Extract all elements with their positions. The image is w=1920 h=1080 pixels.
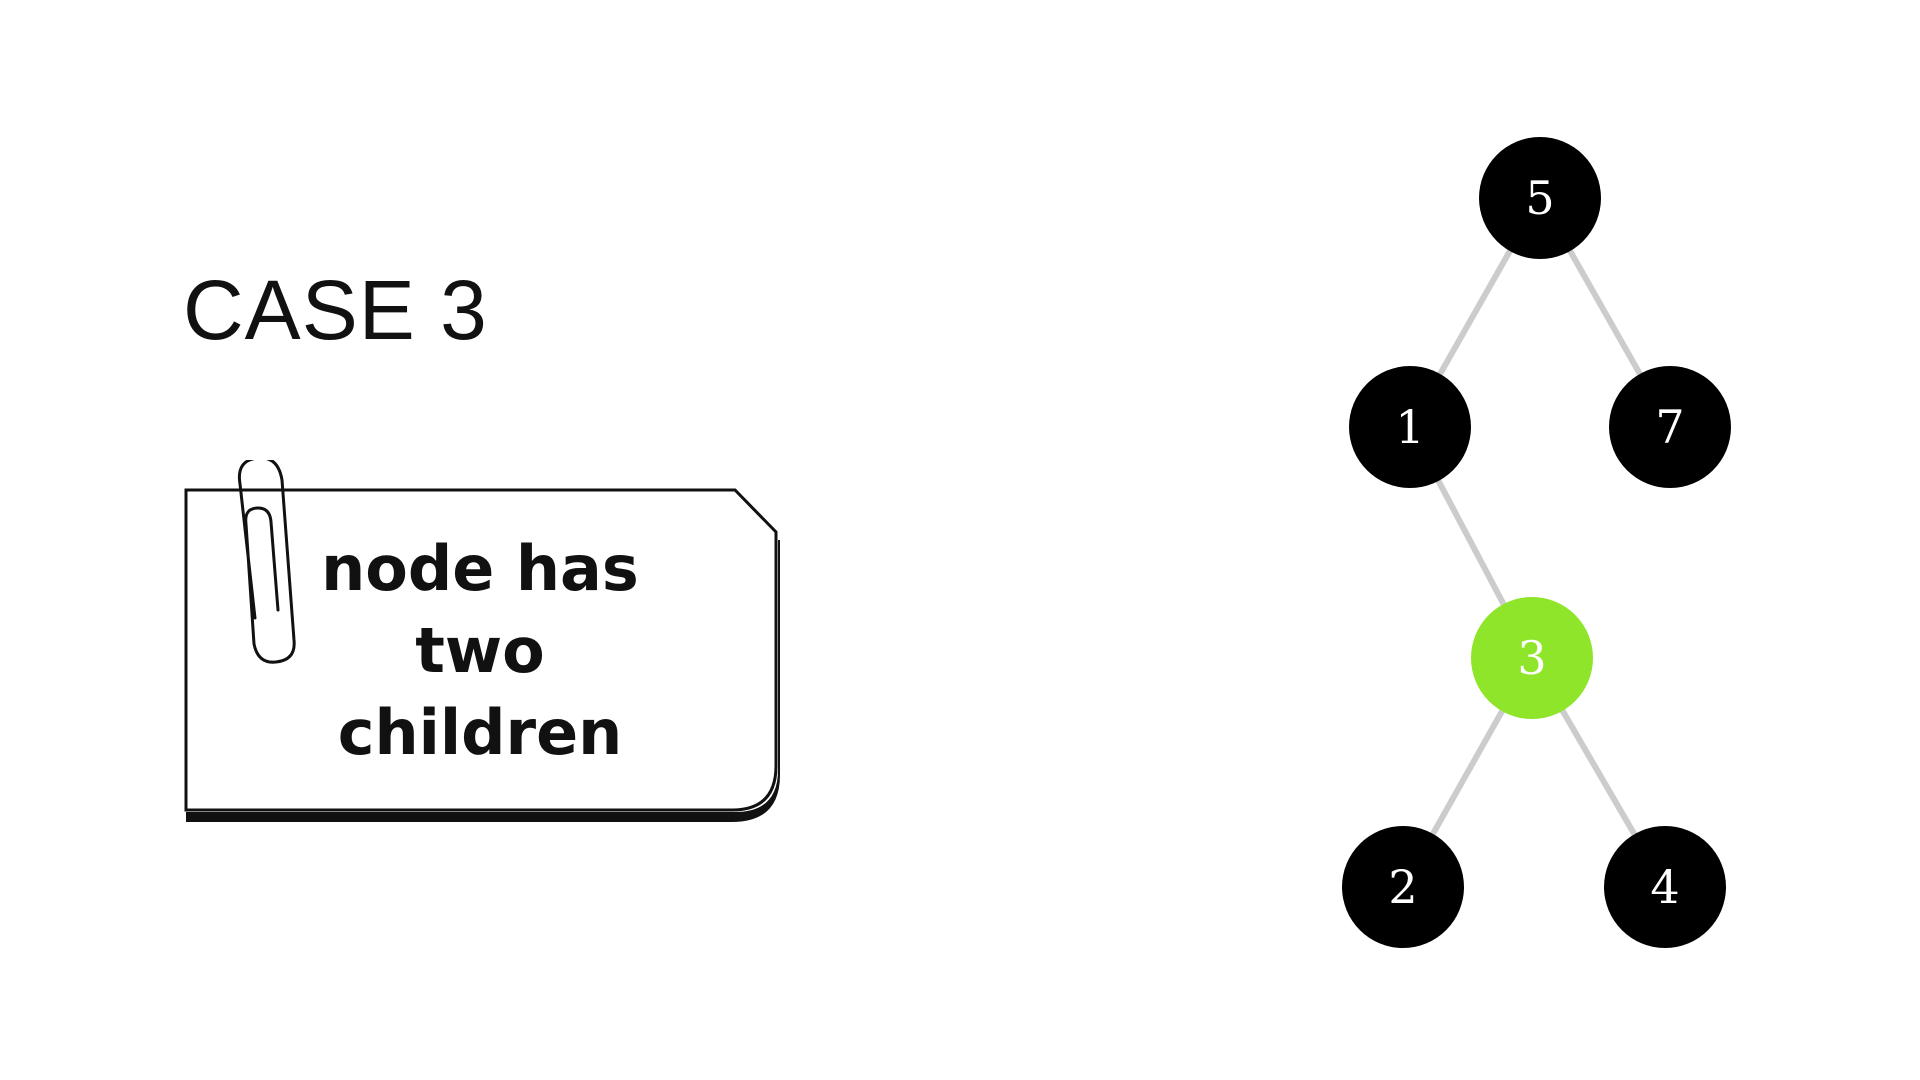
tree-node-1: 1 bbox=[1349, 366, 1471, 488]
tree-node-circle bbox=[1349, 366, 1471, 488]
tree-node-label: 3 bbox=[1517, 631, 1546, 685]
tree-node-circle bbox=[1471, 597, 1593, 719]
paperclip-icon bbox=[237, 460, 296, 664]
tree-node-circle bbox=[1609, 366, 1731, 488]
tree-node-label: 5 bbox=[1525, 171, 1554, 225]
note-card: node has two children bbox=[180, 460, 790, 830]
tree-node-circle bbox=[1479, 137, 1601, 259]
tree-node-label: 7 bbox=[1655, 400, 1684, 454]
tree-node-label: 1 bbox=[1395, 400, 1424, 454]
note-card-shape bbox=[184, 460, 780, 822]
case-title: CASE 3 bbox=[183, 263, 488, 357]
note-line: children bbox=[337, 696, 623, 769]
tree-node-2: 2 bbox=[1342, 826, 1464, 948]
note-line: node has bbox=[321, 532, 639, 605]
tree-node-4: 4 bbox=[1604, 826, 1726, 948]
note-text: node has two children bbox=[310, 528, 650, 774]
tree-node-circle bbox=[1342, 826, 1464, 948]
tree-node-label: 4 bbox=[1650, 860, 1679, 914]
tree-node-label: 2 bbox=[1388, 860, 1417, 914]
tree-edges bbox=[1400, 195, 1673, 890]
tree-node-circle bbox=[1604, 826, 1726, 948]
tree-node-5: 5 bbox=[1479, 137, 1601, 259]
tree-node-3: 3 bbox=[1471, 597, 1593, 719]
note-line: two bbox=[415, 614, 545, 687]
tree-node-7: 7 bbox=[1609, 366, 1731, 488]
